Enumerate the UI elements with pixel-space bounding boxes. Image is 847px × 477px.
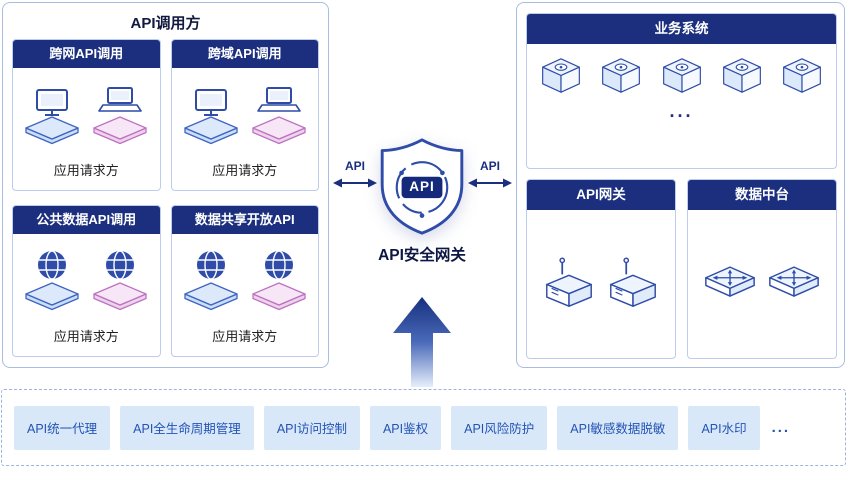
capability-item: API风险防护 <box>451 405 548 450</box>
caller-box-data-sharing: 数据共享开放API 应用请求方 <box>170 205 319 357</box>
caller-box-header: 数据共享开放API <box>171 206 318 234</box>
cube-icon <box>782 57 822 94</box>
capability-item: API统一代理 <box>14 405 111 450</box>
caller-box-public-data: 公共数据API调用 应用请求方 <box>12 205 161 357</box>
business-side-panel: 业务系统 ... API网关 数据中台 <box>516 2 845 368</box>
api-gateway-box: API网关 <box>526 179 676 359</box>
caller-box-cross-domain: 跨域API调用 应用请求方 <box>170 39 319 191</box>
caller-box-header: 公共数据API调用 <box>13 206 160 234</box>
capability-item: API访问控制 <box>263 405 360 450</box>
data-platform-cubes <box>688 210 836 358</box>
api-gateway-header: API网关 <box>527 180 675 210</box>
caller-box-cross-network: 跨网API调用 应用请求方 <box>12 39 161 191</box>
api-callers-panel: API调用方 跨网API调用 应用请求方 跨域API调用 应用请求方 公共 <box>2 2 329 368</box>
data-cube-icon <box>766 265 822 304</box>
data-cube-icon <box>702 265 758 304</box>
laptop-on-platform-icon <box>247 82 311 146</box>
globe-on-platform-icon <box>20 248 84 312</box>
cube-icon <box>662 57 702 94</box>
laptop-on-platform-icon <box>88 82 152 146</box>
caller-box-icons <box>13 68 160 160</box>
caller-grid: 跨网API调用 应用请求方 跨域API调用 应用请求方 公共数据API调用 <box>12 39 319 357</box>
cube-icon <box>722 57 762 94</box>
caller-box-caption: 应用请求方 <box>212 329 278 344</box>
desktop-on-platform-icon <box>20 82 84 146</box>
caller-box-caption: 应用请求方 <box>53 163 119 178</box>
gateway-device-icon <box>605 256 661 312</box>
data-platform-box: 数据中台 <box>687 179 837 359</box>
globe-on-platform-icon <box>179 248 243 312</box>
business-ellipsis: ... <box>669 101 694 121</box>
capability-item: API敏感数据脱敏 <box>557 405 679 450</box>
up-arrow-icon <box>393 297 451 387</box>
cube-icon <box>541 57 581 94</box>
capability-item: API水印 <box>688 405 760 450</box>
desktop-on-platform-icon <box>179 82 243 146</box>
caller-box-caption: 应用请求方 <box>212 163 278 178</box>
caller-box-icons <box>172 68 319 160</box>
business-system-box: 业务系统 ... <box>526 13 837 169</box>
left-panel-title: API调用方 <box>130 15 201 32</box>
capability-ellipsis: ... <box>771 419 791 436</box>
caller-box-header: 跨域API调用 <box>171 40 318 68</box>
double-arrow-icon <box>333 178 377 188</box>
caller-box-header: 跨网API调用 <box>13 40 160 68</box>
left-arrow-label: API <box>344 159 365 173</box>
shield-api-badge: API <box>409 179 435 194</box>
data-platform-header: 数据中台 <box>688 180 836 210</box>
capability-item: API鉴权 <box>369 405 442 450</box>
caller-box-icons <box>172 234 319 326</box>
business-system-cubes <box>527 44 836 94</box>
right-arrow-label: API <box>479 159 500 173</box>
globe-on-platform-icon <box>88 248 152 312</box>
capability-bar: API统一代理 API全生命周期管理 API访问控制 API鉴权 API风险防护… <box>1 389 846 466</box>
capability-item: API全生命周期管理 <box>120 405 254 450</box>
cube-icon <box>601 57 641 94</box>
api-gateway-devices <box>527 210 675 358</box>
security-gateway-shield: API <box>377 136 467 237</box>
double-arrow-icon <box>468 178 512 188</box>
caller-box-caption: 应用请求方 <box>53 329 119 344</box>
security-gateway-label: API安全网关 <box>378 247 466 264</box>
gateway-device-icon <box>541 256 597 312</box>
caller-box-icons <box>13 234 160 326</box>
globe-on-platform-icon <box>247 248 311 312</box>
business-system-header: 业务系统 <box>527 14 836 44</box>
